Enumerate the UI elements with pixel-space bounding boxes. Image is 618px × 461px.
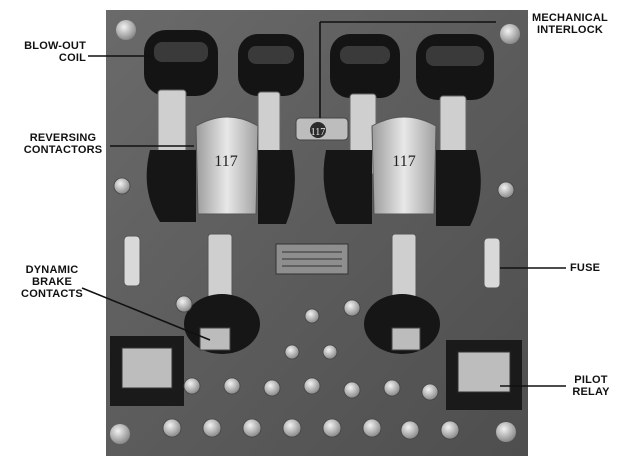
leader-lines <box>81 21 566 387</box>
fuses <box>123 235 501 289</box>
label-pilot-relay: PILOT RELAY <box>572 374 610 398</box>
corner-screws <box>110 20 520 444</box>
label-mechanical-interlock: MECHANICAL INTERLOCK <box>532 12 608 36</box>
label-fuse: FUSE <box>570 262 601 274</box>
pilot-relays <box>110 336 522 410</box>
terminal-studs <box>113 177 515 440</box>
label-blow-out-coil: BLOW-OUT COIL <box>24 40 86 64</box>
blow-out-coils <box>144 30 494 100</box>
dynamic-brake-contacts <box>184 233 440 354</box>
contactor-number-right: 117 <box>392 153 415 170</box>
reversing-contactor-plates <box>146 116 481 226</box>
contactor-number-center: 117 <box>311 127 326 138</box>
contactor-number-left: 117 <box>214 153 237 170</box>
mechanical-interlock <box>295 22 349 141</box>
label-dynamic-brake-contacts: DYNAMIC BRAKE CONTACTS <box>21 264 83 300</box>
label-reversing-contactors: REVERSING CONTACTORS <box>23 132 103 156</box>
